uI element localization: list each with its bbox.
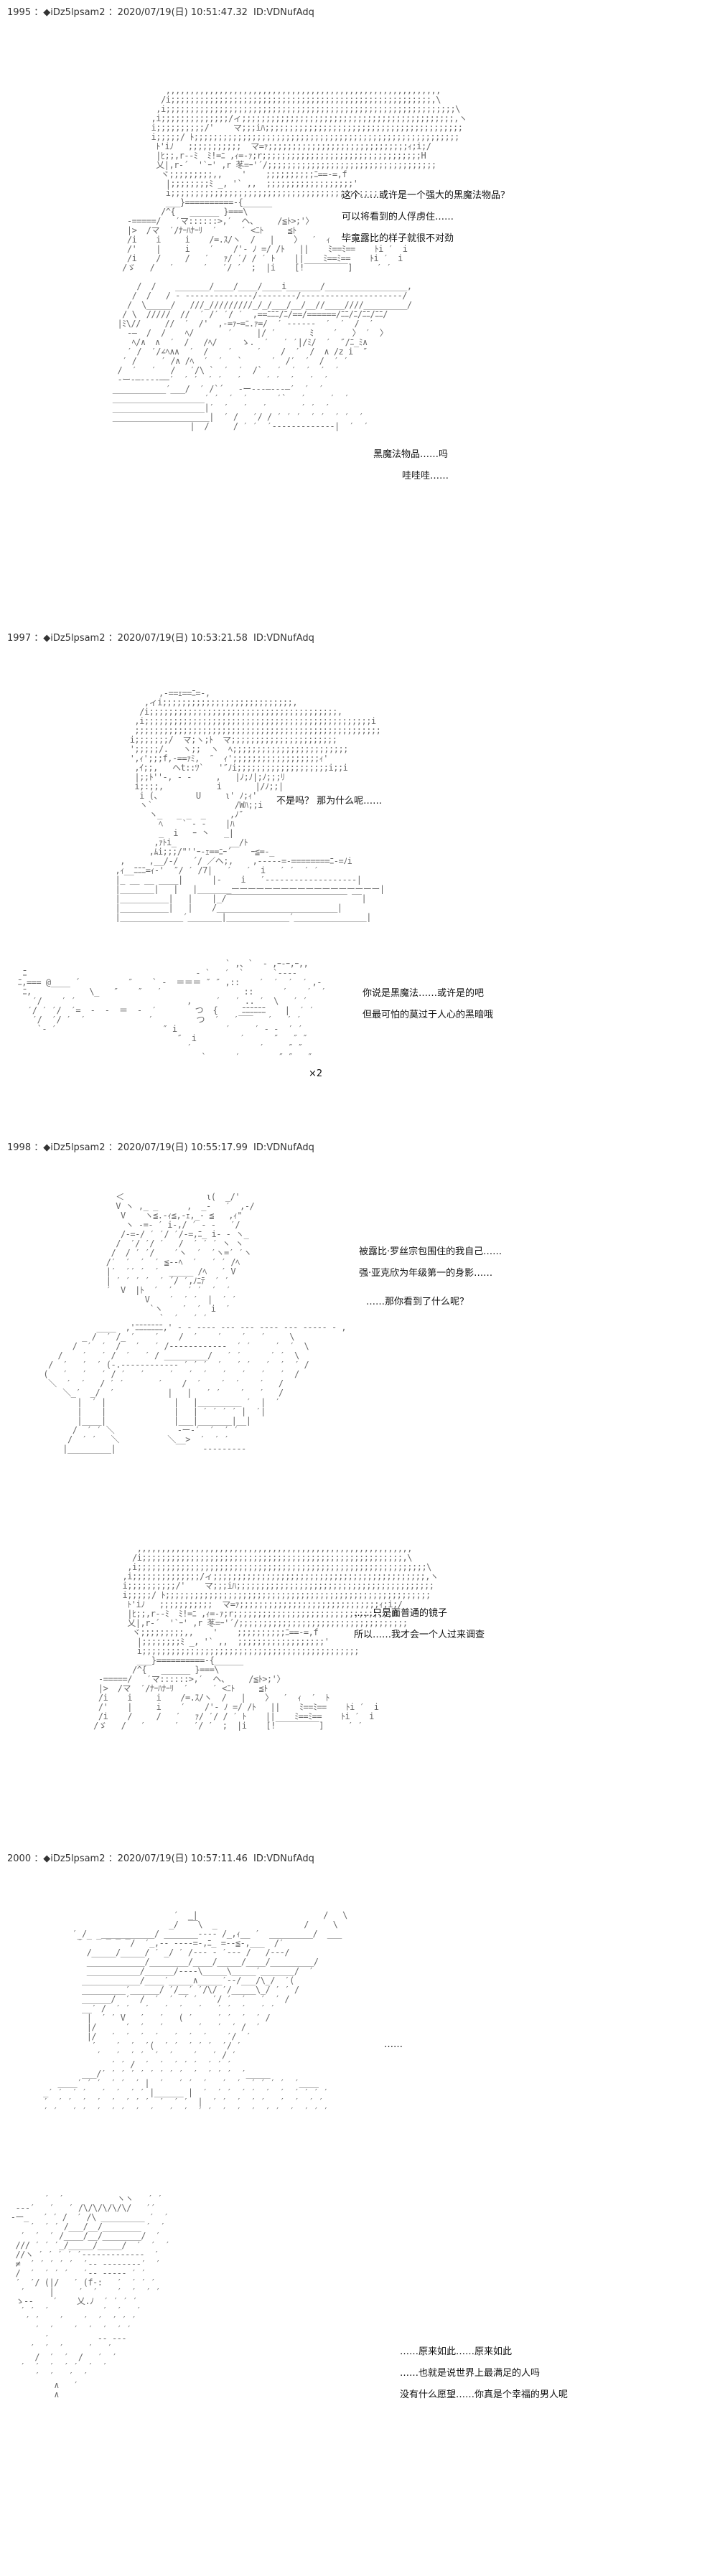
post-number: 1997 xyxy=(7,633,32,644)
dialogue-line: 可以将看到的人俘虏住…… xyxy=(342,212,454,222)
poster-name: ◆iDz5lpsam2 xyxy=(43,7,106,18)
dialogue-block: 你说是黑魔法……或许是的吧 但最可怕的莫过于人心的黑暗哦 xyxy=(363,983,493,1026)
ascii-art-figure: ′ ′ ヽヽ ′ ′ ‐‐‐′ ′ ′ /\/\/\/\/\/ ′′ ‐ー_ ′… xyxy=(10,2194,170,2399)
dialogue-line: 你说是黑魔法……或许是的吧 xyxy=(363,988,485,999)
dialogue-line: 毕竟露比的样子就很不对劲 xyxy=(342,233,454,244)
poster-id: ID:VDNufAdq xyxy=(253,1853,314,1864)
poster-id: ID:VDNufAdq xyxy=(253,1142,314,1153)
dialogue-line: ……只是面普通的镜子 xyxy=(354,1608,448,1619)
dialogue-block: 不是吗？ 那为什么呢…… xyxy=(276,791,382,812)
fx-multiplier: ×2 xyxy=(309,1063,322,1085)
dialogue-line: 所以……我才会一个人过来调查 xyxy=(354,1630,485,1640)
dialogue-line: …… xyxy=(384,2039,403,2050)
fx-label: ×2 xyxy=(309,1068,323,1079)
post-header: 1998 ：◆iDz5lpsam2 ：2020/07/19(日) 10:55:1… xyxy=(7,1142,314,1153)
dialogue-line: 强·亚克欣为年级第一的身影…… xyxy=(359,1268,493,1279)
dialogue-line: ……也就是说世界上最满足的人吗 xyxy=(400,2368,541,2379)
dialogue-block: ……原来如此……原来如此 ……也就是说世界上最满足的人吗 没有什么愿望……你真是… xyxy=(400,2341,568,2406)
post-number: 1995 xyxy=(7,7,32,18)
post-number: 1998 xyxy=(7,1142,32,1153)
dialogue-line: ……原来如此……原来如此 xyxy=(400,2346,513,2357)
post-datetime: 2020/07/19(日) 10:51:47.32 xyxy=(117,7,248,18)
ascii-art-figure: ,,,,,,,,,,,,,,,,,,,,,,,,,,,,,,,,,,,,,,,,… xyxy=(93,1543,439,1731)
post-header: 1995 ：◆iDz5lpsam2 ：2020/07/19(日) 10:51:4… xyxy=(7,7,314,18)
dialogue-block: ……只是面普通的镜子 所以……我才会一个人过来调查 xyxy=(354,1603,485,1646)
post-header: 1997 ：◆iDz5lpsam2 ：2020/07/19(日) 10:53:2… xyxy=(7,633,314,644)
poster-id: ID:VDNufAdq xyxy=(253,7,314,18)
dialogue-line: 不是吗？ 那为什么呢…… xyxy=(276,796,383,807)
dialogue-line: 但最可怕的莫过于人心的黑暗哦 xyxy=(363,1010,494,1020)
dialogue-line: 这个……或许是一个强大的黑魔法物品？ xyxy=(342,190,510,201)
ascii-art-figure: ,,,,,,,,,,,,,,,,,,,,,,,,,,,,,,,,,,,,,,,,… xyxy=(112,85,467,431)
ascii-art-figure: ,-==ｪ==ﾆ=-, ,ィi;;;;;;;;;;;;;;;;;;;;;;;;;… xyxy=(115,688,385,922)
ascii-art-figure: ′ _| / \ _/ ‾‾\ _ / \ ′ / ___________/ _… xyxy=(43,1910,347,2116)
post-number: 2000 xyxy=(7,1853,32,1864)
dialogue-line: 被露比·罗丝宗包围住的我自己…… xyxy=(359,1246,502,1257)
poster-name: ◆iDz5lpsam2 xyxy=(43,1142,106,1153)
dialogue-block: 被露比·罗丝宗包围住的我自己…… 强·亚克欣为年级第一的身影…… ……那你看到了… xyxy=(359,1241,502,1313)
dialogue-line: 哇哇哇…… xyxy=(402,471,449,481)
ascii-art-scene: ` ,、` ‐ ,ｰ-ｰ,ｰ,, ﾆ ‐ ` ′ ` `‐‐‐- ﾆ,=== @… xyxy=(17,959,327,1062)
dialogue-line: ……那你看到了什么呢？ xyxy=(366,1297,469,1307)
post-datetime: 2020/07/19(日) 10:57:11.46 xyxy=(117,1853,248,1864)
dialogue-block: …… xyxy=(384,2034,403,2056)
post-datetime: 2020/07/19(日) 10:53:21.58 xyxy=(117,633,248,644)
dialogue-block: 黑魔法物品……吗 哇哇哇…… xyxy=(373,444,449,487)
poster-name: ◆iDz5lpsam2 xyxy=(43,1853,106,1864)
post-header: 2000 ：◆iDz5lpsam2 ：2020/07/19(日) 10:57:1… xyxy=(7,1853,314,1864)
dialogue-line: 没有什么愿望……你真是个幸福的男人呢 xyxy=(400,2389,569,2400)
ascii-art-figure: ＜ ι( _/' V ヽ ,_ _ , _‐ ′ ,‐/ V ヽ≦.‐ｨ≦,‐ｪ… xyxy=(43,1192,347,1454)
poster-name: ◆iDz5lpsam2 xyxy=(43,633,106,644)
post-datetime: 2020/07/19(日) 10:55:17.99 xyxy=(117,1142,248,1153)
dialogue-line: 黑魔法物品……吗 xyxy=(373,449,449,460)
dialogue-block: 这个……或许是一个强大的黑魔法物品？ 可以将看到的人俘虏住…… 毕竟露比的样子就… xyxy=(342,185,510,250)
poster-id: ID:VDNufAdq xyxy=(253,633,314,644)
